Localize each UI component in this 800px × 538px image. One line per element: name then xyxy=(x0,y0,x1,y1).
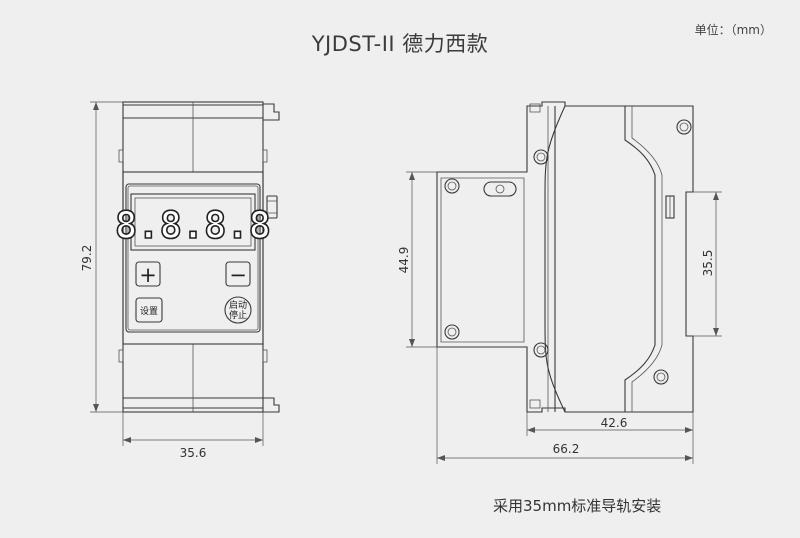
set-button-label: 设置 xyxy=(140,306,158,317)
dim-depth-total: 66.2 xyxy=(436,347,694,464)
unit-label: 单位：（mm） xyxy=(694,23,772,37)
stop-label: 停止 xyxy=(229,309,247,321)
dim-depth-inner: 42.6 xyxy=(526,412,694,436)
front-view: 8.8.8.8 + − 设置 启动 停止 79.2 xyxy=(80,101,280,460)
dim-depth-total-label: 66.2 xyxy=(553,442,580,456)
dim-front-width: 35.6 xyxy=(122,412,264,460)
dim-front-width-label: 35.6 xyxy=(180,446,207,460)
start-label: 启动 xyxy=(229,299,247,311)
screw-icon xyxy=(676,119,692,135)
start-stop-button[interactable]: 启动 停止 xyxy=(224,296,252,324)
dim-side-height-label: 44.9 xyxy=(397,247,411,274)
screw-icon xyxy=(533,149,549,165)
dim-rail-height-label: 35.5 xyxy=(701,250,715,277)
minus-button-label: − xyxy=(229,263,247,287)
dim-side-height: 44.9 xyxy=(397,171,437,348)
screw-icon xyxy=(653,369,669,385)
diagram-title: YJDST-II 德力西款 xyxy=(311,32,489,56)
side-view: 44.9 35.5 42.6 66.2 xyxy=(397,101,722,464)
dim-rail-height: 35.5 xyxy=(693,191,722,337)
minus-button[interactable]: − xyxy=(225,261,251,287)
screw-icon xyxy=(533,342,549,358)
lcd-display xyxy=(130,193,256,251)
dim-front-height: 79.2 xyxy=(80,101,123,413)
set-button[interactable]: 设置 xyxy=(135,297,163,323)
plus-button[interactable]: + xyxy=(135,261,161,287)
plus-button-label: + xyxy=(139,263,157,287)
display-digits: 8.8.8.8 xyxy=(115,204,271,247)
screw-icon xyxy=(444,324,460,340)
mounting-note: 采用35mm标准导轨安装 xyxy=(493,497,662,515)
dim-depth-inner-label: 42.6 xyxy=(601,416,628,430)
screw-icon xyxy=(444,178,460,194)
control-panel xyxy=(122,171,264,345)
adjust-slot xyxy=(483,181,517,197)
side-outline xyxy=(436,101,694,413)
dim-front-height-label: 79.2 xyxy=(80,245,94,272)
